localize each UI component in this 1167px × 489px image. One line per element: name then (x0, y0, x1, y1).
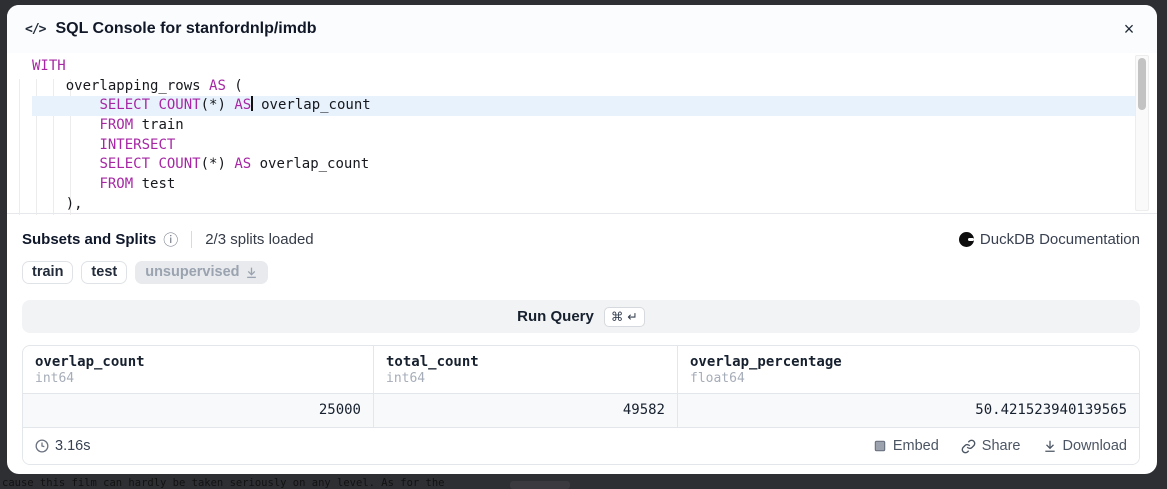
sql-text: overlap_count (253, 97, 371, 113)
split-chip-test[interactable]: test (81, 261, 127, 284)
sql-keyword: SELECT (99, 97, 150, 113)
result-actions: Embed Share Download (873, 438, 1127, 454)
column-type: int64 (386, 371, 665, 386)
splits-chips: train test unsupervised (7, 261, 1157, 284)
sql-text (32, 97, 99, 113)
column-type: int64 (35, 371, 361, 386)
doc-link-label: DuckDB Documentation (980, 231, 1140, 248)
run-query-label: Run Query (517, 308, 594, 325)
background-page-text: cause this film can hardly be taken seri… (2, 477, 445, 489)
link-icon (961, 439, 976, 454)
column-name: overlap_count (35, 354, 361, 370)
editor-scrollbar[interactable] (1135, 55, 1149, 211)
subsets-row: Subsets and Splits ⓘ 2/3 splits loaded D… (7, 229, 1157, 250)
column-type: float64 (690, 371, 1127, 386)
sql-text (32, 176, 99, 192)
code-line[interactable]: SELECT COUNT(*) AS overlap_count (32, 96, 1135, 116)
chip-label: test (91, 264, 117, 280)
sql-keyword: AS (209, 78, 226, 94)
duckdb-documentation-link[interactable]: DuckDB Documentation (959, 231, 1140, 248)
sql-text (32, 117, 99, 133)
embed-icon (873, 439, 887, 453)
action-label: Download (1063, 438, 1128, 454)
column-header[interactable]: overlap_countint64 (23, 346, 373, 393)
sql-keyword: AS (234, 156, 251, 172)
code-line[interactable]: WITH (32, 57, 1135, 77)
embed-button[interactable]: Embed (873, 438, 939, 454)
sql-keyword: SELECT (99, 156, 150, 172)
sql-text (32, 137, 99, 153)
column-header[interactable]: total_countint64 (373, 346, 677, 393)
code-line[interactable]: FROM train (32, 116, 1135, 136)
scrollbar-thumb[interactable] (1138, 58, 1146, 110)
sql-keyword: FROM (99, 117, 133, 133)
code-area[interactable]: WITH overlapping_rows AS ( SELECT COUNT(… (7, 53, 1135, 215)
code-brackets-icon: </> (25, 22, 45, 37)
modal-title: SQL Console for stanfordnlp/imdb (55, 20, 316, 38)
sql-keyword: INTERSECT (99, 137, 175, 153)
chip-label: train (32, 264, 63, 280)
code-line[interactable]: INTERSECT (32, 136, 1135, 156)
info-icon[interactable]: ⓘ (163, 229, 178, 250)
run-query-button[interactable]: Run Query ⌘ ↵ (22, 300, 1140, 333)
code-line[interactable]: ), (32, 195, 1135, 215)
sql-console-modal: </> SQL Console for stanfordnlp/imdb × W… (7, 5, 1157, 474)
share-button[interactable]: Share (961, 438, 1021, 454)
split-chip-unsupervised[interactable]: unsupervised (135, 261, 267, 284)
sql-keyword: AS (234, 97, 251, 113)
sql-text: ), (32, 196, 83, 212)
sql-text: overlap_count (251, 156, 369, 172)
keyboard-shortcut-badge: ⌘ ↵ (604, 307, 645, 327)
sql-text: ( (226, 78, 243, 94)
download-icon (1043, 439, 1057, 453)
modal-header: </> SQL Console for stanfordnlp/imdb × (7, 5, 1157, 53)
download-icon (245, 266, 258, 279)
download-button[interactable]: Download (1043, 438, 1128, 454)
query-duration: 3.16s (35, 438, 90, 454)
table-row[interactable]: 250004958250.421523940139565 (23, 394, 1139, 428)
action-label: Share (982, 438, 1021, 454)
sql-text: train (133, 117, 184, 133)
table-cell[interactable]: 50.421523940139565 (677, 394, 1139, 427)
sql-keyword: FROM (99, 176, 133, 192)
sql-text (32, 156, 99, 172)
column-name: total_count (386, 354, 665, 370)
code-line[interactable]: FROM test (32, 175, 1135, 195)
sql-editor[interactable]: WITH overlapping_rows AS ( SELECT COUNT(… (7, 53, 1157, 214)
table-cell[interactable]: 49582 (373, 394, 677, 427)
chip-label: unsupervised (145, 264, 239, 280)
table-footer: 3.16s Embed Share Download (23, 428, 1139, 464)
column-name: overlap_percentage (690, 354, 1127, 370)
column-header[interactable]: overlap_percentagefloat64 (677, 346, 1139, 393)
duration-value: 3.16s (55, 438, 90, 454)
sql-text: test (133, 176, 175, 192)
splits-status: 2/3 splits loaded (205, 231, 313, 248)
sql-keyword: COUNT (158, 97, 200, 113)
split-chip-train[interactable]: train (22, 261, 73, 284)
sql-keyword: COUNT (158, 156, 200, 172)
sql-keyword: WITH (32, 58, 66, 74)
duckdb-logo-icon (959, 232, 974, 247)
divider (191, 231, 192, 248)
sql-text: (*) (201, 97, 235, 113)
code-line[interactable]: overlapping_rows AS ( (32, 77, 1135, 97)
close-icon[interactable]: × (1117, 17, 1141, 41)
sql-text: (*) (201, 156, 235, 172)
code-line[interactable]: SELECT COUNT(*) AS overlap_count (32, 155, 1135, 175)
action-label: Embed (893, 438, 939, 454)
table-cell[interactable]: 25000 (23, 394, 373, 427)
clock-icon (35, 439, 49, 453)
subsets-heading: Subsets and Splits (22, 231, 156, 248)
table-header-row: overlap_countint64total_countint64overla… (23, 346, 1139, 394)
sql-text: overlapping_rows (32, 78, 209, 94)
results-table: overlap_countint64total_countint64overla… (22, 345, 1140, 465)
background-page-fragment (510, 481, 570, 489)
